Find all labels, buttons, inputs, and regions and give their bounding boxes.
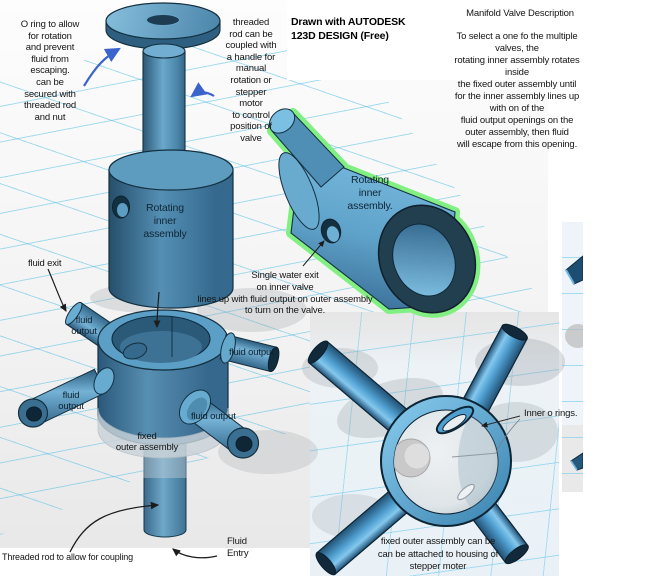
rotating-inner-green-label: Rotating inner assembly. — [347, 174, 393, 212]
fluid-entry-arrow — [172, 548, 218, 559]
rotating-inner-cylinder-model — [108, 149, 234, 309]
single-water-exit-note: Single water exit on inner valve lines u… — [197, 270, 373, 317]
threaded-rod-note: threaded rod can be coupled with a handl… — [225, 17, 277, 144]
rod-pointer-arrow — [190, 82, 215, 98]
fluid-output-label-right-upper: fluid output — [229, 347, 274, 358]
inner-o-rings-leader — [481, 415, 521, 428]
fluid-output-label-right-lower: fluid output — [191, 411, 236, 422]
fluid-entry-label: Fluid Entry — [227, 536, 249, 559]
inner-o-ring-slot-top — [435, 405, 475, 435]
fluid-exit-label: fluid exit — [28, 258, 62, 269]
washer-model — [105, 2, 221, 50]
green-highlighted-assembly-model — [267, 108, 481, 318]
inner-o-rings-leader-2 — [495, 418, 521, 454]
nozzle-right-lower — [178, 389, 260, 459]
insert-direction-arrow — [153, 291, 161, 329]
nozzle-left — [17, 367, 115, 428]
fixed-outer-assembly-label: fixed outer assembly — [115, 431, 179, 453]
fluid-output-label-top-left: fluid output — [71, 315, 97, 337]
tube-end-fragment-upper — [565, 255, 583, 285]
drawn-with-credit: Drawn with AUTODESK 123D DESIGN (Free) — [291, 16, 406, 42]
inner-o-ring-slot-bottom — [457, 483, 475, 501]
fluid-output-label-left: fluid output — [58, 390, 84, 412]
description-title: Manifold Valve Description — [466, 8, 574, 19]
o-ring-pointer-arrow — [83, 47, 121, 87]
nozzle-right-upper — [219, 332, 280, 373]
inner-o-rings-label: Inner o rings. — [524, 408, 578, 419]
bottom-margin-background — [0, 548, 310, 576]
cross-manifold-model — [302, 323, 565, 576]
stepper-housing-note: fixed outer assembly can be can be attac… — [377, 536, 499, 572]
o-ring-note: O ring to allow for rotation and prevent… — [20, 19, 80, 123]
threaded-rod-coupling-note: Threaded rod to allow for coupling — [2, 552, 133, 562]
fluid-exit-arrow — [47, 268, 67, 312]
tube-end-fragments — [565, 255, 583, 471]
tube-end-fragment-lower — [570, 452, 583, 471]
fixed-outer-assembly-model — [17, 301, 280, 538]
single-water-exit-leader — [302, 240, 325, 267]
threaded-rod-arrow — [69, 501, 160, 553]
washer-hole — [146, 14, 180, 26]
annotation-arrows — [47, 47, 521, 559]
description-body: To select a one fo the multiple valves, … — [454, 31, 580, 150]
rotating-inner-label: Rotating inner assembly — [143, 202, 187, 240]
right-edge-screenshot-fragment — [562, 222, 583, 492]
cup-inner-hole — [122, 342, 148, 360]
